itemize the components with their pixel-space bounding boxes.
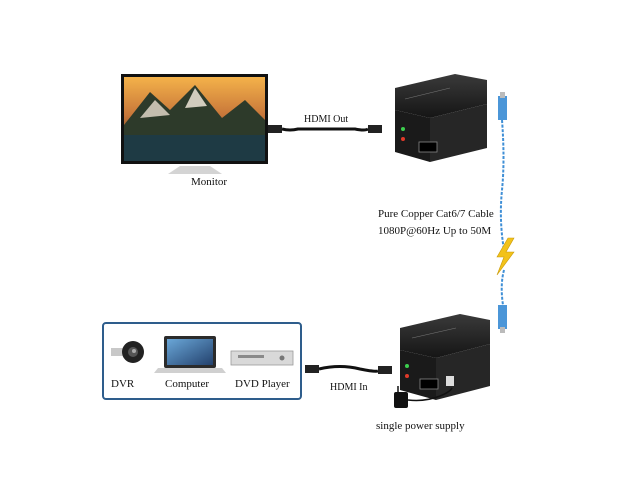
- hdmi-out-label: HDMI Out: [304, 114, 349, 125]
- computer-label: Computer: [165, 378, 209, 390]
- dvd-player-label: DVD Player: [235, 378, 290, 390]
- hdmi-in-label: HDMI In: [330, 382, 368, 393]
- dvd-player-icon: [230, 350, 294, 366]
- hdmi-out-cable: [268, 125, 382, 133]
- cable-spec-line1: Pure Copper Cat6/7 Cable: [378, 208, 494, 220]
- dvr-label: DVR: [111, 378, 135, 390]
- computer-laptop-icon: [154, 336, 226, 373]
- hdmi-in-cable: [305, 365, 392, 374]
- dvr-camera-icon: [111, 341, 144, 363]
- cable-spec-line2: 1080P@60Hz Up to 50M: [378, 225, 492, 237]
- power-adapter-icon: [394, 386, 453, 408]
- receiver-unit-top: [395, 74, 487, 162]
- lightning-icon: [496, 237, 515, 276]
- cat6-cable: [498, 92, 507, 333]
- power-supply-label: single power supply: [376, 420, 465, 432]
- monitor-label: Monitor: [191, 176, 228, 188]
- monitor-image: [121, 74, 268, 174]
- transmitter-unit-bottom: [400, 314, 490, 400]
